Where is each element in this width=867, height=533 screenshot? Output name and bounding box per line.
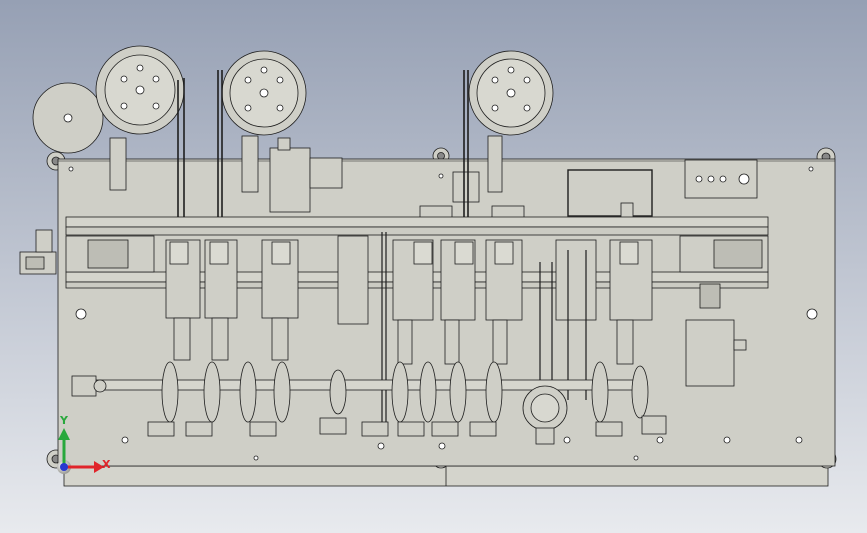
reel-1 (32, 82, 104, 154)
reel-3 (221, 50, 307, 136)
reel-4 (468, 50, 554, 136)
coordinate-triad (57, 428, 104, 474)
machine-assembly (19, 45, 837, 487)
display-window (567, 169, 653, 217)
control-panel (684, 159, 758, 199)
triad-x-label: X (102, 458, 111, 471)
plungers (173, 317, 634, 365)
cam-wheels (161, 361, 649, 423)
clamp-blocks (147, 415, 667, 437)
upper-device (269, 137, 343, 213)
mounting-holes (68, 166, 818, 461)
main-motor (522, 385, 568, 445)
cam-shaft (71, 375, 641, 397)
reel-2 (95, 45, 185, 135)
gearbox (685, 283, 747, 387)
push-rods (381, 232, 587, 432)
right-actuator (679, 235, 769, 273)
reel-brackets (109, 135, 503, 203)
triad-y-label: Y (60, 414, 68, 427)
station-heads (169, 241, 639, 265)
tape-guides (177, 70, 469, 230)
left-actuator (19, 229, 155, 275)
